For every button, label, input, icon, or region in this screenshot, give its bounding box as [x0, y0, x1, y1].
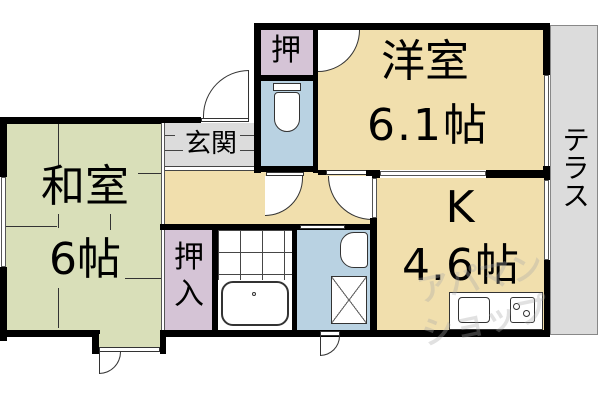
- tatami-line: [125, 278, 167, 279]
- tile-grid: [218, 230, 293, 280]
- wall: [254, 23, 550, 30]
- washbasin-icon: [340, 232, 368, 268]
- yoshitsu-label: 洋室: [381, 36, 469, 87]
- wall: [0, 330, 100, 337]
- wall: [163, 117, 201, 123]
- wall: [543, 23, 550, 75]
- tatami-line: [110, 214, 111, 230]
- window: [1, 177, 6, 267]
- kitchen-size: 4.6帖: [402, 240, 520, 291]
- wall: [486, 170, 546, 178]
- tatami-line: [5, 226, 57, 227]
- wall: [370, 218, 377, 333]
- burner-icon: [513, 303, 520, 310]
- door-arc-alcove[interactable]: [99, 352, 121, 374]
- oshiire: [165, 230, 213, 330]
- terrace-label: テラス: [558, 125, 591, 209]
- window: [544, 180, 549, 260]
- threshold: [320, 331, 340, 336]
- oshiire-label-1: 押: [174, 240, 204, 275]
- tile-line: [165, 150, 183, 151]
- wall: [160, 330, 550, 337]
- closet-top: [260, 29, 313, 75]
- door-arc-back[interactable]: [320, 336, 340, 356]
- wall: [254, 75, 316, 81]
- sink-icon: [458, 297, 490, 323]
- door-leaf: [320, 336, 321, 356]
- genkan-label: 玄関: [184, 129, 237, 159]
- wall: [160, 330, 166, 354]
- washitsu-size: 6帖: [49, 234, 121, 285]
- wall: [92, 330, 99, 354]
- wall: [543, 166, 550, 180]
- washitsu-room: [2, 117, 164, 337]
- window: [544, 75, 549, 170]
- wall: [292, 230, 297, 333]
- terrace: [550, 25, 598, 335]
- threshold: [201, 118, 249, 122]
- wall: [0, 117, 168, 124]
- tatami-line: [138, 173, 162, 174]
- toilet-bowl-icon: [274, 92, 300, 132]
- wall: [366, 170, 380, 178]
- wall: [313, 23, 318, 173]
- wall: [254, 23, 261, 173]
- oshiire-label-2: 入: [174, 277, 204, 312]
- tile-line: [165, 135, 175, 136]
- wall: [318, 170, 326, 175]
- tile-line: [240, 135, 254, 136]
- yoshitsu-size: 6.1帖: [367, 100, 489, 151]
- wall: [212, 230, 218, 333]
- bathtub-icon: [221, 281, 289, 326]
- drain-icon: [252, 292, 256, 296]
- tatami-line: [58, 288, 59, 328]
- door-arc-entrance[interactable]: [203, 70, 249, 118]
- burner-icon: [523, 310, 530, 317]
- door-leaf: [99, 352, 100, 374]
- tatami-line: [58, 123, 59, 168]
- stove-icon: [510, 297, 535, 323]
- sliding-door[interactable]: [380, 171, 486, 176]
- washitsu-label: 和室: [41, 161, 129, 212]
- threshold: [266, 172, 304, 176]
- genkan: [165, 123, 255, 166]
- wall: [0, 117, 7, 177]
- threshold: [300, 225, 345, 229]
- tatami-line: [58, 214, 59, 228]
- alcove-sill: [99, 347, 160, 352]
- closet-top-label: 押: [271, 33, 301, 68]
- wall: [0, 267, 7, 341]
- genkan-step: [165, 166, 257, 171]
- kitchen-partition: [372, 178, 377, 218]
- wall: [254, 166, 318, 172]
- door-leaf: [248, 70, 249, 118]
- wall: [543, 260, 550, 337]
- yoshitsu-room: [318, 30, 545, 170]
- tile-line: [240, 150, 254, 151]
- toilet-tank: [273, 83, 301, 91]
- washing-machine-icon: [331, 276, 367, 324]
- wall: [160, 224, 377, 230]
- kitchen-label: K: [445, 182, 475, 233]
